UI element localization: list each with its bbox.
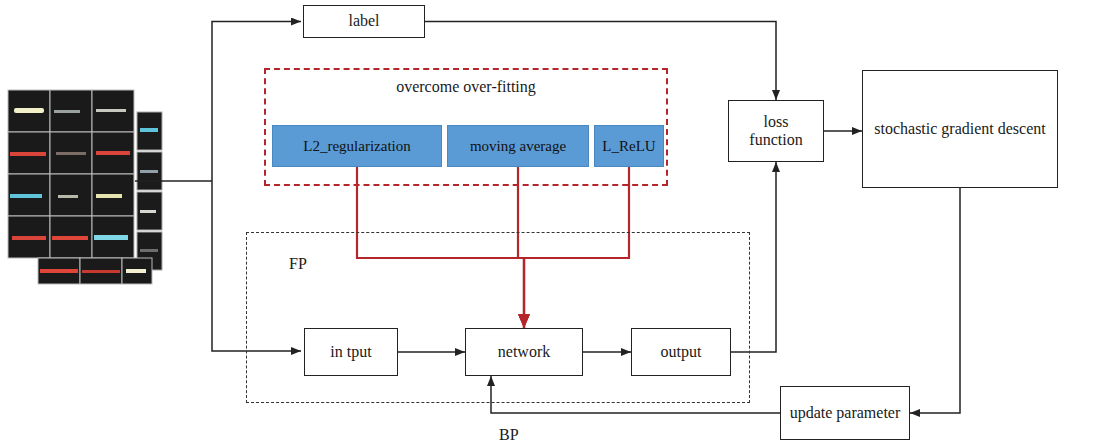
node-label: stochastic gradient descent bbox=[874, 120, 1046, 138]
method-band: moving average bbox=[447, 125, 589, 167]
process-box: update parameter bbox=[780, 386, 910, 440]
group-heading: FP bbox=[289, 255, 307, 273]
node-label: update parameter bbox=[790, 404, 901, 422]
method-band: L2_regularization bbox=[272, 125, 442, 167]
data-box: label bbox=[303, 5, 425, 38]
flow-arrow bbox=[824, 130, 862, 132]
flow-arrow bbox=[583, 351, 631, 353]
group-heading: overcome over-fitting bbox=[266, 78, 666, 96]
process-box: network bbox=[465, 328, 583, 376]
pass-label: BP bbox=[497, 426, 521, 444]
forward-pass-group: FP in tput network output bbox=[246, 232, 750, 403]
flow-arrow bbox=[398, 351, 465, 353]
regularization-link bbox=[357, 167, 524, 328]
flow-arrow bbox=[731, 162, 776, 352]
flow-arrow bbox=[910, 188, 960, 413]
regularization-link bbox=[524, 167, 629, 328]
sample-row-bottom bbox=[38, 258, 152, 284]
node-label: L_ReLU bbox=[602, 138, 655, 155]
sample-stack-back bbox=[137, 112, 162, 270]
process-box: stochastic gradient descent bbox=[862, 70, 1058, 188]
node-label: moving average bbox=[470, 138, 566, 155]
node-label: loss function bbox=[735, 113, 817, 150]
flow-arrow bbox=[491, 376, 780, 413]
process-box: in tput bbox=[304, 328, 398, 376]
node-label: output bbox=[661, 343, 702, 361]
process-box: output bbox=[631, 328, 731, 376]
method-band: L_ReLU bbox=[594, 125, 664, 167]
process-box: loss function bbox=[728, 100, 824, 162]
sample-grid bbox=[8, 90, 134, 258]
node-label: in tput bbox=[330, 343, 371, 361]
node-label: network bbox=[498, 343, 550, 361]
node-label: label bbox=[348, 12, 379, 30]
node-label: L2_regularization bbox=[303, 138, 410, 155]
input-feed-lines bbox=[135, 22, 301, 352]
regularization-group: overcome over-fittingL2_regularization mo… bbox=[264, 68, 668, 186]
